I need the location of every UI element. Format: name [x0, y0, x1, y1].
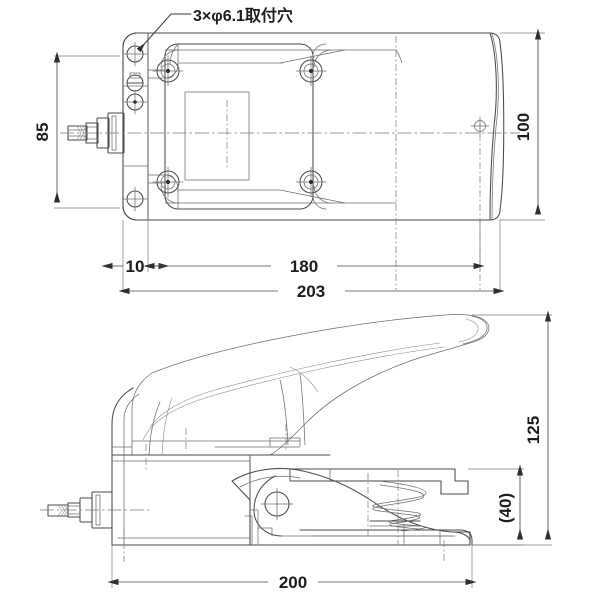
- top-view-screw-lower-right: [295, 166, 327, 198]
- side-view-group: [40, 314, 490, 562]
- dim-200-label: 200: [279, 573, 307, 592]
- side-view-dimensions: 125 (40) 200: [107, 310, 552, 592]
- top-view-screw-upper-right: [295, 55, 327, 87]
- top-view-mounting-plate: [147, 43, 314, 210]
- top-view-screw-upper-left: [152, 55, 184, 87]
- dim-85-label: 85: [33, 123, 52, 142]
- mounting-hole-lower-left: [122, 186, 148, 212]
- mounting-hole-note-label: 3×φ6.1取付穴: [193, 6, 293, 25]
- top-view-terminal-screw: [126, 72, 144, 92]
- dim-40-label: (40): [496, 493, 515, 523]
- side-view-lever-linkage: [231, 467, 471, 546]
- top-view-left-flange: [122, 32, 149, 221]
- dim-203-label: 203: [297, 282, 325, 301]
- top-view-inner-window: [184, 91, 250, 181]
- dim-100-label: 100: [514, 113, 533, 141]
- side-view-guard-plate: [289, 468, 473, 546]
- mounting-hole-upper-left: [122, 41, 148, 67]
- side-view-housing: [111, 454, 251, 546]
- side-view-coil-spring: [367, 470, 431, 545]
- mounting-hole-note-group: 3×φ6.1取付穴: [136, 6, 293, 53]
- dim-10-label: 10: [126, 257, 145, 276]
- side-view-pivot-hole: [260, 487, 294, 521]
- top-view-dimensions: 85 100 10 180 203: [33, 28, 545, 301]
- top-view-group: [60, 32, 520, 290]
- top-view-ground-screw: [122, 89, 148, 115]
- dim-125-label: 125: [524, 416, 543, 444]
- side-view-pedal: [111, 314, 490, 456]
- dim-180-label: 180: [290, 257, 318, 276]
- top-view-screw-lower-left: [152, 166, 184, 198]
- side-view-cable-gland: [40, 491, 150, 529]
